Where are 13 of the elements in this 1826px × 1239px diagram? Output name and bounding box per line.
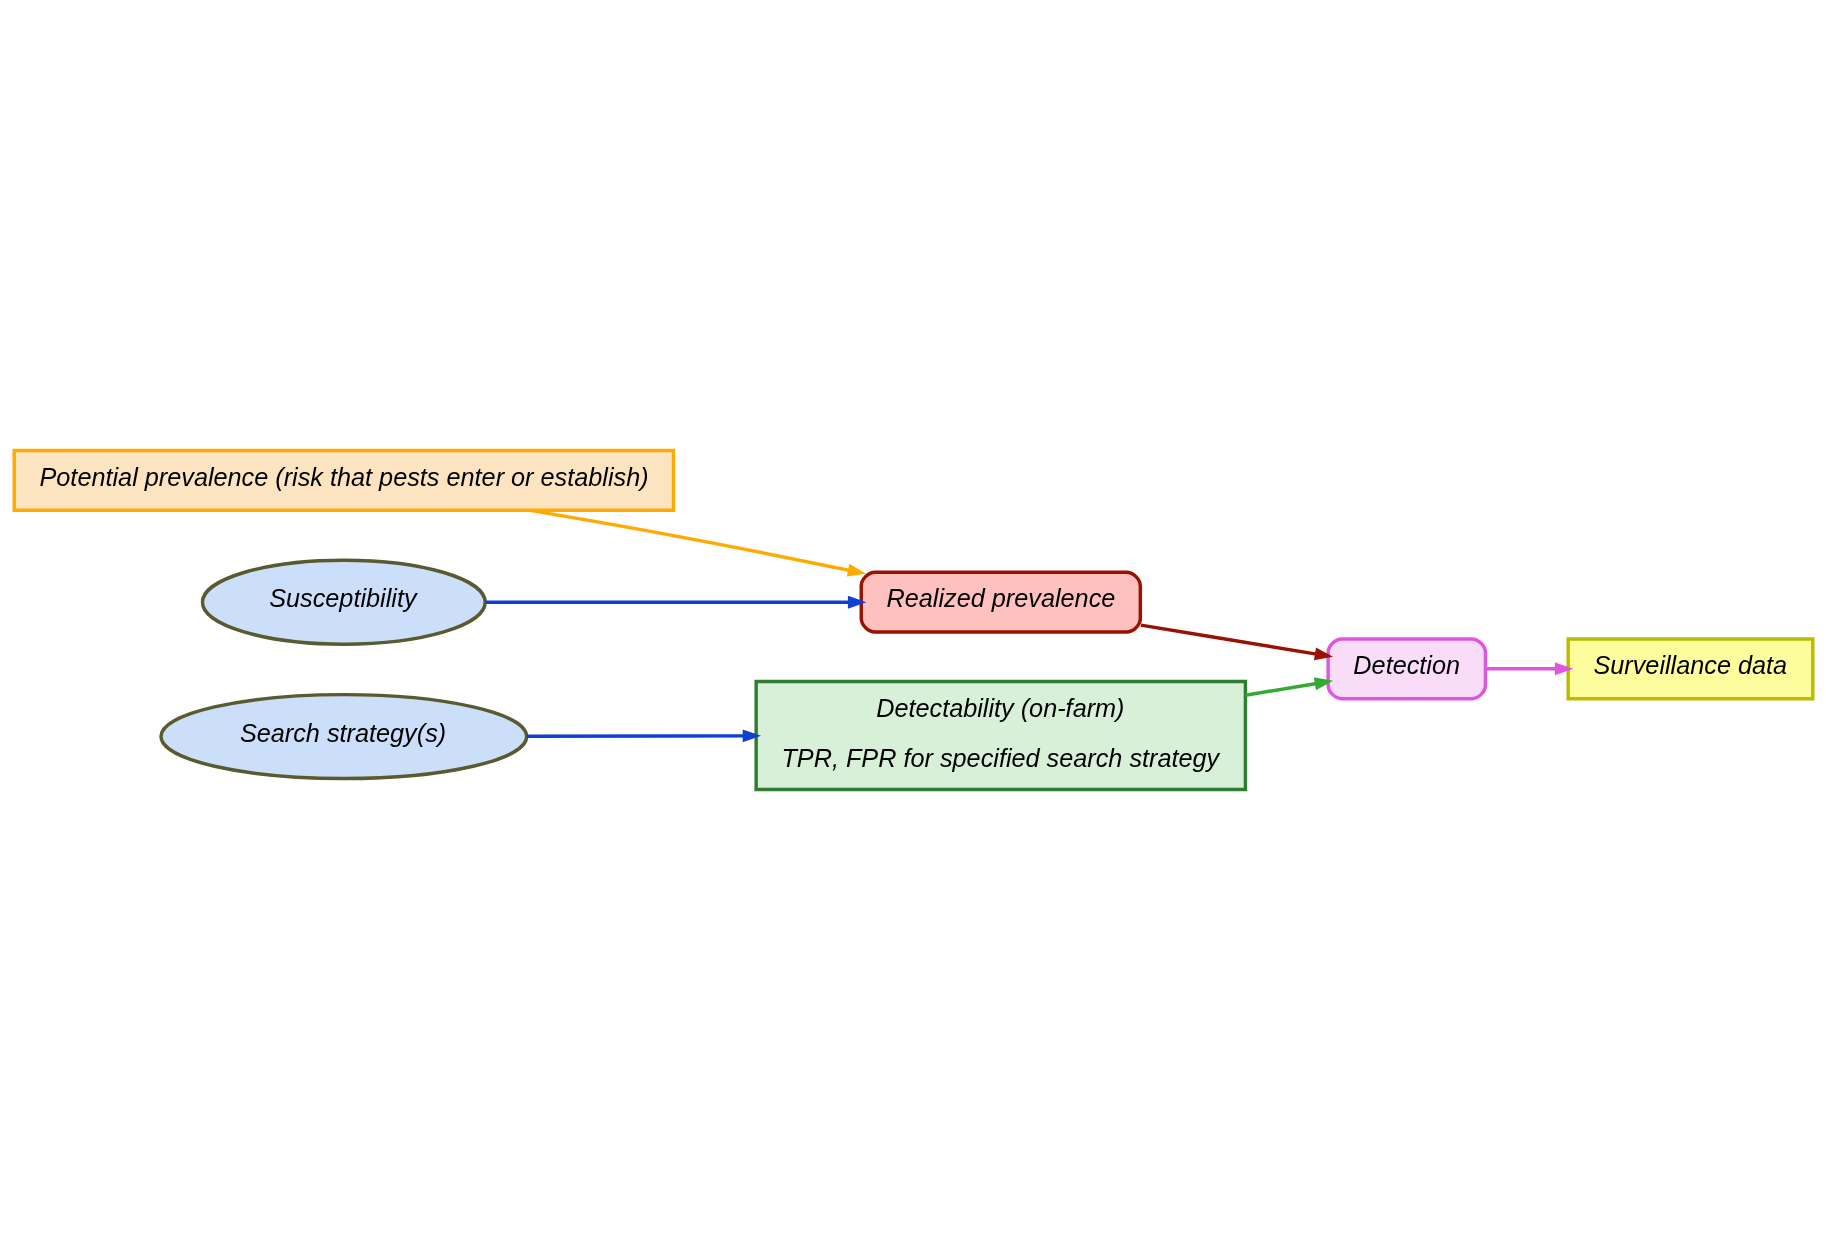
arrow bbox=[1244, 676, 1333, 697]
node-box: Detectability (on-farm) TPR, FPR for specified search strategy bbox=[753, 679, 1247, 791]
node-box: Detection bbox=[1325, 636, 1487, 700]
arrow bbox=[484, 595, 866, 609]
node-box: Realized prevalence bbox=[859, 570, 1142, 634]
arrow bbox=[1485, 661, 1573, 675]
node-box: Potential prevalence (risk that pests enter or establish) bbox=[12, 448, 675, 512]
node-box: Surveillance data bbox=[1565, 636, 1814, 700]
arrow bbox=[526, 728, 761, 742]
arrow bbox=[529, 508, 866, 576]
node-ellipse: Susceptibility bbox=[200, 558, 487, 646]
node-ellipse: Search strategy(s) bbox=[158, 692, 528, 780]
arrow bbox=[1140, 622, 1333, 660]
